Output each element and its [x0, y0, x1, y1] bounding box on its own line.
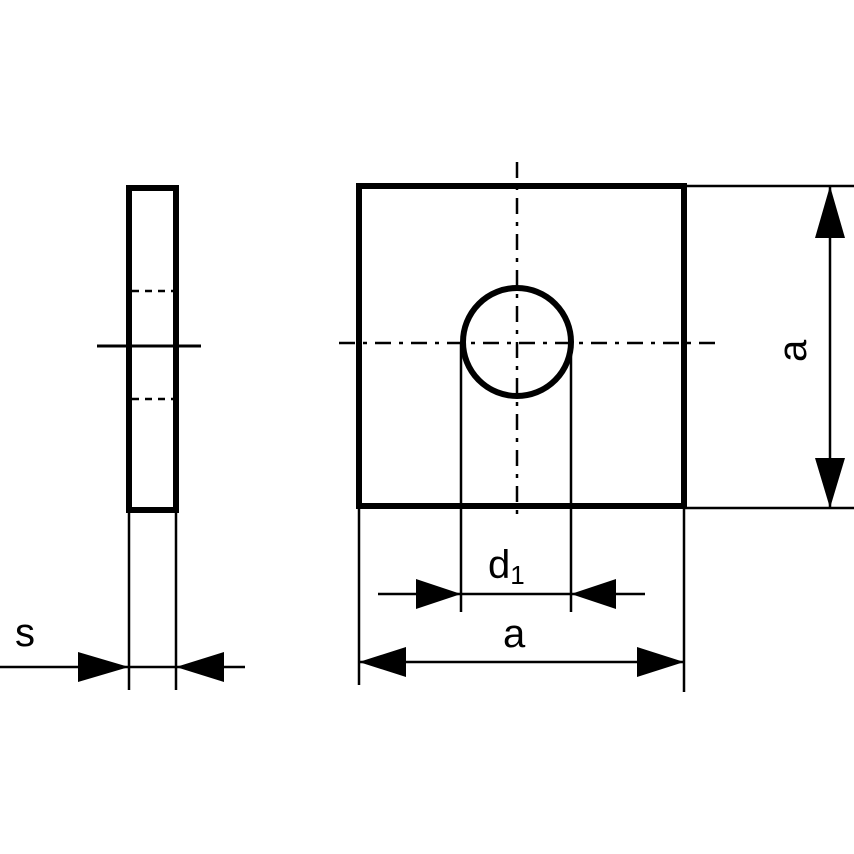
side-view [97, 185, 201, 513]
s-arrow-right [176, 652, 224, 682]
a-horizontal-label: a [503, 612, 526, 656]
s-label: s [15, 611, 35, 655]
a-v-arrow-top [815, 186, 845, 238]
a-vertical-label: a [771, 339, 815, 362]
dimension-s: s [0, 510, 245, 690]
front-view [339, 162, 717, 520]
dimension-a-vertical: a [684, 184, 854, 510]
d1-label-subscript: 1 [510, 560, 524, 590]
d1-arrow-right [571, 579, 616, 609]
dimension-a-horizontal: a [357, 506, 686, 692]
d1-label-main: d [488, 543, 510, 587]
a-v-arrow-bottom [815, 458, 845, 508]
dimension-d1: d1 [378, 342, 645, 612]
side-view-outline [126, 185, 179, 513]
d1-arrow-left [416, 579, 461, 609]
front-view-outline [356, 183, 687, 509]
a-h-arrow-left [359, 647, 406, 677]
d1-label: d1 [488, 543, 525, 590]
s-arrow-left [78, 652, 129, 682]
a-h-arrow-right [637, 647, 684, 677]
